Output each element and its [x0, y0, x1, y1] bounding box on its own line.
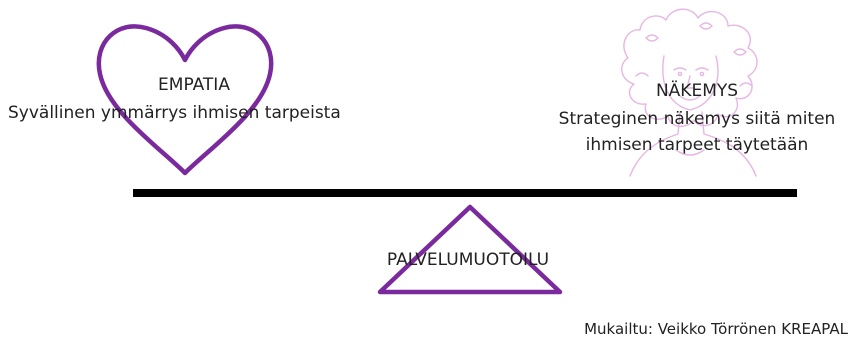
credit-text: Mukailtu: Veikko Törrönen KREAPAL [584, 320, 848, 338]
vision-description-line1: Strateginen näkemys siitä miten [558, 109, 836, 129]
vision-description-line2: ihmisen tarpeet täytetään [585, 135, 809, 155]
fulcrum-triangle [377, 204, 563, 295]
fulcrum-label: PALVELUMUOTOILU [386, 250, 550, 270]
heart-icon [96, 24, 274, 176]
balance-beam [133, 189, 797, 197]
person-illustration [621, 8, 758, 177]
vision-title: NÄKEMYS [655, 81, 739, 101]
empathy-title: EMPATIA [158, 75, 230, 95]
empathy-description: Syvällinen ymmärrys ihmisen tarpeista [8, 103, 341, 123]
